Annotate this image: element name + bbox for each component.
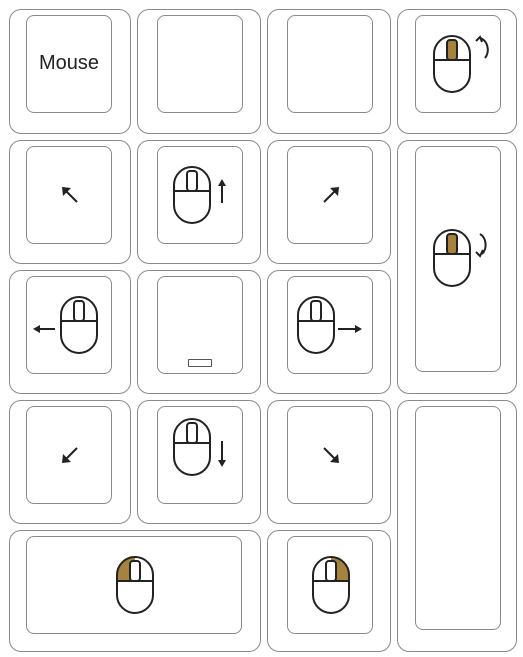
mouse-scroll-up-icon (433, 35, 489, 93)
blank-key-1[interactable] (137, 9, 261, 134)
keycap (415, 406, 501, 630)
blank-key-2[interactable] (267, 9, 391, 134)
key-label: Mouse (38, 52, 100, 74)
center-key[interactable] (137, 270, 261, 394)
move-up-key[interactable] (137, 140, 261, 264)
mouse-right-click-icon (312, 556, 350, 614)
move-left-key[interactable] (9, 270, 131, 394)
arrow-up-right-icon (323, 187, 339, 203)
keycap (26, 146, 112, 244)
move-down-left-key[interactable] (9, 400, 131, 524)
keycap (287, 276, 373, 374)
keycap (415, 15, 501, 113)
mouse-move-up-icon (173, 166, 226, 224)
keycap (157, 276, 243, 374)
arrow-down-left-icon (62, 447, 78, 463)
keycap (157, 15, 243, 113)
right-click-key[interactable] (267, 530, 391, 652)
keycap (26, 406, 112, 504)
keycap (26, 276, 112, 374)
mouse-move-down-icon (173, 418, 226, 476)
center-bar-icon (188, 359, 212, 367)
arrow-up-left-icon (62, 187, 78, 203)
arrow-down-right-icon (323, 447, 339, 463)
keycap (287, 406, 373, 504)
mouse-move-right-icon (297, 296, 362, 354)
keycap: Mouse (26, 15, 112, 113)
move-right-key[interactable] (267, 270, 391, 394)
keycap (287, 15, 373, 113)
keycap (287, 146, 373, 244)
move-down-key[interactable] (137, 400, 261, 524)
move-up-left-key[interactable] (9, 140, 131, 264)
keycap (157, 406, 243, 504)
keycap (26, 536, 242, 634)
keycap (287, 536, 373, 634)
mouse-move-left-icon (33, 296, 98, 354)
keycap (415, 146, 501, 372)
mouse-label-key[interactable]: Mouse (9, 9, 131, 134)
left-click-key[interactable] (9, 530, 261, 652)
blank-tall-key[interactable] (397, 400, 517, 652)
scroll-up-key[interactable] (397, 9, 517, 134)
mouse-scroll-down-icon (433, 229, 487, 287)
keycap (157, 146, 243, 244)
move-up-right-key[interactable] (267, 140, 391, 264)
move-down-right-key[interactable] (267, 400, 391, 524)
mouse-left-click-icon (116, 556, 154, 614)
scroll-down-key[interactable] (397, 140, 517, 394)
